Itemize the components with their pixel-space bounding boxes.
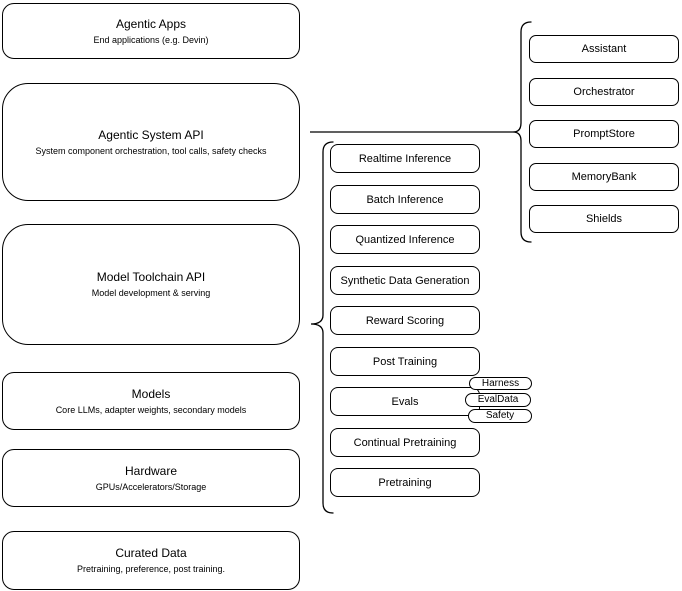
component-assistant: Assistant [529,35,679,63]
component-promptstore: PromptStore [529,120,679,148]
service-batch-inference: Batch Inference [330,185,480,214]
layer-agentic-system-api: Agentic System API System component orche… [2,83,300,201]
layer-subtitle: End applications (e.g. Devin) [93,34,209,45]
service-quantized-inference: Quantized Inference [330,225,480,254]
evals-tag-evaldata: EvalData [465,393,531,407]
layer-title: Curated Data [115,546,187,560]
evals-tag-harness: Harness [469,377,532,390]
component-memorybank: MemoryBank [529,163,679,191]
service-realtime-inference: Realtime Inference [330,144,480,173]
layer-subtitle: System component orchestration, tool cal… [35,145,267,156]
layer-title: Agentic System API [98,127,204,142]
service-continual-pretraining: Continual Pretraining [330,428,480,457]
layer-subtitle: Core LLMs, adapter weights, secondary mo… [55,404,247,415]
service-post-training: Post Training [330,347,480,376]
layer-subtitle: Model development & serving [91,288,211,298]
layer-title: Hardware [124,463,178,478]
service-evals: Evals [330,387,480,416]
service-pretraining: Pretraining [330,468,480,497]
component-shields: Shields [529,205,679,233]
layer-title: Agentic Apps [115,16,187,31]
layer-title: Model Toolchain API [96,270,206,284]
evals-tag-safety: Safety [468,409,532,423]
layer-subtitle: Pretraining, preference, post training. [76,564,226,574]
service-synthetic-data-generation: Synthetic Data Generation [330,266,480,295]
service-reward-scoring: Reward Scoring [330,306,480,335]
layer-subtitle: GPUs/Accelerators/Storage [95,481,207,492]
layer-model-toolchain-api: Model Toolchain API Model development & s… [2,224,300,345]
layer-title: Models [131,386,171,401]
component-orchestrator: Orchestrator [529,78,679,106]
